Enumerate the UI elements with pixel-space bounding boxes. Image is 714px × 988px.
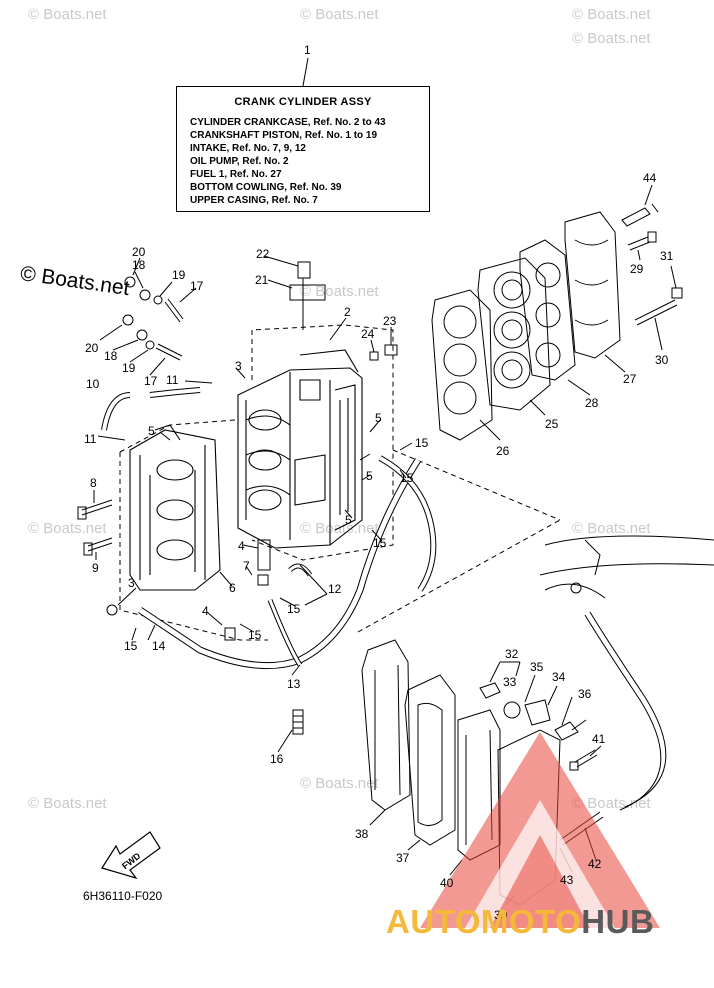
callout-27[interactable]: 27 (623, 372, 637, 386)
callout-1[interactable]: 1 (304, 43, 311, 57)
info-line: CYLINDER CRANKCASE, Ref. No. 2 to 43 (190, 117, 386, 128)
callout-32[interactable]: 32 (505, 647, 519, 661)
callout-9[interactable]: 9 (92, 561, 99, 575)
brand-logo: AUTOMOTOHUB (386, 903, 654, 941)
watermark: © Boats.net (28, 795, 107, 812)
brand-triangle-icon (420, 732, 660, 928)
callout-3[interactable]: 3 (128, 576, 135, 590)
watermark: © Boats.net (572, 30, 651, 47)
info-line: CRANKSHAFT PISTON, Ref. No. 1 to 19 (190, 130, 378, 141)
callout-16[interactable]: 16 (270, 752, 284, 766)
callout-6[interactable]: 6 (229, 581, 236, 595)
callout-4[interactable]: 4 (202, 604, 209, 618)
watermark: © Boats.net (28, 520, 107, 537)
callout-29[interactable]: 29 (630, 262, 644, 276)
callout-21[interactable]: 21 (255, 273, 269, 287)
info-line: INTAKE, Ref. No. 7, 9, 12 (190, 143, 306, 154)
watermark: © Boats.net (28, 6, 107, 23)
callout-15[interactable]: 15 (248, 628, 262, 642)
callout-35[interactable]: 35 (530, 660, 544, 674)
callout-26[interactable]: 26 (496, 444, 510, 458)
info-line: UPPER CASING, Ref. No. 7 (190, 195, 318, 206)
info-line: BOTTOM COWLING, Ref. No. 39 (190, 182, 342, 193)
callout-31[interactable]: 31 (660, 249, 674, 263)
info-line: FUEL 1, Ref. No. 27 (190, 169, 282, 180)
callout-5[interactable]: 5 (148, 424, 155, 438)
callout-39[interactable]: 39 (494, 908, 508, 922)
callout-23[interactable]: 23 (383, 314, 397, 328)
callout-15[interactable]: 15 (287, 602, 301, 616)
callout-18[interactable]: 18 (104, 349, 118, 363)
callout-20[interactable]: 20 (85, 341, 99, 355)
callout-19[interactable]: 19 (122, 361, 136, 375)
callout-15[interactable]: 15 (373, 536, 387, 550)
callout-20[interactable]: 20 (132, 245, 146, 259)
callout-33[interactable]: 33 (503, 675, 517, 689)
callout-11[interactable]: 11 (166, 373, 179, 387)
callout-34[interactable]: 34 (552, 670, 566, 684)
fwd-arrow-icon (101, 831, 161, 880)
callout-15[interactable]: 15 (400, 471, 414, 485)
brand-part-1: AUTOMOTO (386, 903, 582, 940)
callout-28[interactable]: 28 (585, 396, 599, 410)
callout-41[interactable]: 41 (592, 732, 606, 746)
callout-37[interactable]: 37 (396, 851, 410, 865)
watermark: © Boats.net (572, 520, 651, 537)
callout-3[interactable]: 3 (235, 359, 242, 373)
callout-22[interactable]: 22 (256, 247, 270, 261)
callout-19[interactable]: 19 (172, 268, 186, 282)
diagram-code: 6H36110-F020 (83, 889, 163, 903)
callout-7[interactable]: 7 (243, 559, 250, 573)
callout-36[interactable]: 36 (578, 687, 592, 701)
watermark: © Boats.net (300, 283, 379, 300)
watermark: © Boats.net (572, 6, 651, 23)
callout-11[interactable]: 11 (84, 432, 97, 446)
callout-24[interactable]: 24 (361, 327, 375, 341)
callout-15[interactable]: 15 (415, 436, 429, 450)
callout-13[interactable]: 13 (287, 677, 301, 691)
watermark: © Boats.net (572, 795, 651, 812)
callout-17[interactable]: 17 (190, 279, 204, 293)
callout-4[interactable]: 4 (238, 539, 245, 553)
callout-40[interactable]: 40 (440, 876, 454, 890)
callout-5[interactable]: 5 (375, 411, 382, 425)
callout-17[interactable]: 17 (144, 374, 158, 388)
watermark: © Boats.net (300, 775, 379, 792)
callout-43[interactable]: 43 (560, 873, 574, 887)
callout-42[interactable]: 42 (588, 857, 602, 871)
watermark: © Boats.net (300, 520, 379, 537)
callout-18[interactable]: 18 (132, 258, 146, 272)
callout-30[interactable]: 30 (655, 353, 669, 367)
callout-5[interactable]: 5 (345, 513, 352, 527)
assembly-title: CRANK CYLINDER ASSY (234, 96, 372, 108)
callout-12[interactable]: 12 (328, 582, 342, 596)
callout-15[interactable]: 15 (124, 639, 138, 653)
brand-part-2: HUB (581, 903, 655, 940)
callout-44[interactable]: 44 (643, 171, 657, 185)
watermark: © Boats.net (300, 6, 379, 23)
callout-14[interactable]: 14 (152, 639, 166, 653)
callout-38[interactable]: 38 (355, 827, 369, 841)
callout-10[interactable]: 10 (86, 377, 100, 391)
callout-2[interactable]: 2 (344, 305, 351, 319)
callout-25[interactable]: 25 (545, 417, 559, 431)
assembly-info-box: CRANK CYLINDER ASSY CYLINDER CRANKCASE, … (176, 86, 430, 212)
info-line: OIL PUMP, Ref. No. 2 (190, 156, 289, 167)
callout-5[interactable]: 5 (366, 469, 373, 483)
callout-8[interactable]: 8 (90, 476, 97, 490)
